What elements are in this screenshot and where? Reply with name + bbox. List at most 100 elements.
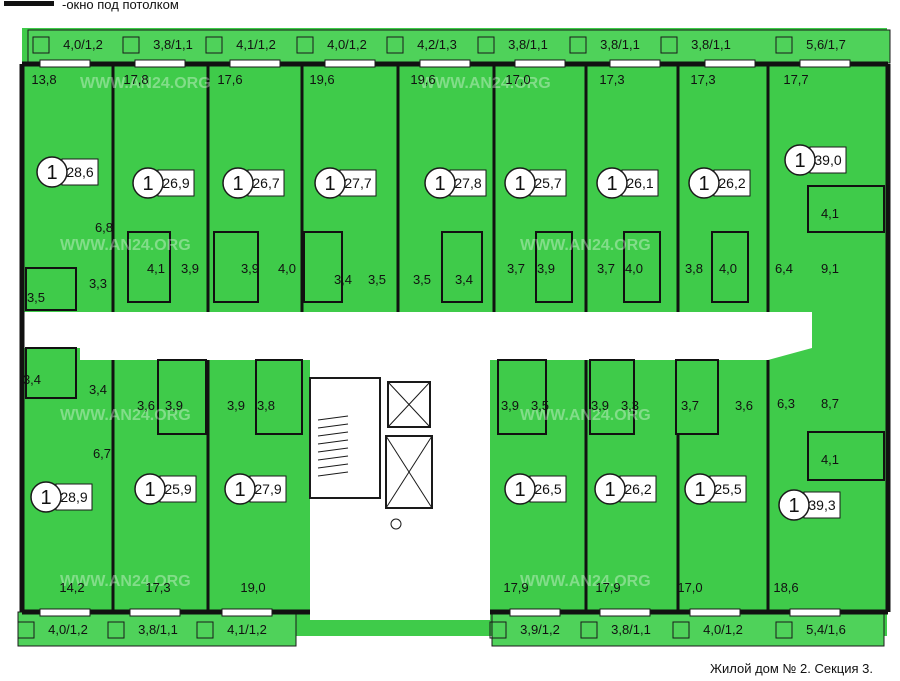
apartment-area-box — [159, 475, 197, 503]
apartment-total-area: 28,6 — [66, 164, 93, 180]
room-area: 4,1 — [821, 206, 839, 221]
room-area: 14,2 — [59, 580, 84, 595]
room-area: 3,4 — [23, 372, 41, 387]
apartment-rooms-count: 1 — [794, 150, 805, 172]
window — [324, 59, 376, 68]
bathroom — [127, 231, 171, 303]
apartment-area-box — [157, 169, 195, 197]
bathroom — [711, 231, 749, 303]
room-area: 3,7 — [507, 261, 525, 276]
balcony-area: 4,0/1,2 — [63, 37, 103, 52]
room-area: 3,9 — [591, 398, 609, 413]
window — [689, 608, 741, 617]
window — [134, 59, 186, 68]
balcony-area: 3,8/1,1 — [153, 37, 193, 52]
room-area: 17,3 — [599, 72, 624, 87]
room-area: 3,7 — [597, 261, 615, 276]
room-area: 9,1 — [821, 261, 839, 276]
apartment-rooms-badge — [778, 489, 810, 521]
apartment-rooms-badge — [222, 167, 254, 199]
balcony-area: 3,8/1,1 — [138, 622, 178, 637]
balcony-box — [775, 621, 793, 639]
balcony-box — [122, 36, 140, 54]
watermark: WWW.AN24.ORG — [60, 573, 191, 590]
watermark: WWW.AN24.ORG — [60, 407, 191, 424]
apartment-rooms-badge — [224, 473, 256, 505]
lift-cross — [387, 381, 431, 428]
room-area: 3,9 — [537, 261, 555, 276]
room-area: 3,9 — [227, 398, 245, 413]
apartment-rooms-badge — [424, 167, 456, 199]
apartment-rooms-badge — [504, 167, 536, 199]
balcony-box — [775, 36, 793, 54]
staircase — [309, 377, 381, 499]
apartment-rooms-badge — [30, 481, 62, 513]
apartment-rooms-badge — [596, 167, 628, 199]
bathroom — [157, 359, 207, 435]
stair-step — [317, 415, 349, 421]
room-area: 17,9 — [503, 580, 528, 595]
bathroom — [441, 231, 483, 303]
stair-step — [317, 423, 349, 429]
room-area: 3,9 — [181, 261, 199, 276]
apartment-total-area: 26,5 — [534, 481, 561, 497]
apartment-rooms-badge — [36, 156, 68, 188]
balcony-strip-bottom-right — [491, 611, 885, 647]
balcony-area: 3,8/1,1 — [611, 622, 651, 637]
balcony-area: 3,8/1,1 — [691, 37, 731, 52]
apartment-total-area: 26,7 — [252, 175, 279, 191]
balcony-box — [296, 36, 314, 54]
bathroom — [535, 231, 573, 303]
room-area: 3,6 — [735, 398, 753, 413]
room-area: 6,8 — [95, 220, 113, 235]
window — [129, 608, 181, 617]
room-area: 3,3 — [89, 276, 107, 291]
apartment-rooms-badge — [594, 473, 626, 505]
balcony-box — [580, 621, 598, 639]
apartment-rooms-count: 1 — [698, 173, 709, 195]
balcony-box — [107, 621, 125, 639]
room-area: 19,6 — [309, 72, 334, 87]
bathroom — [303, 231, 343, 303]
apartment-rooms-count: 1 — [232, 173, 243, 195]
bathroom — [807, 431, 885, 481]
balcony-area: 4,0/1,2 — [703, 622, 743, 637]
bathroom — [255, 359, 303, 435]
balcony-area: 5,4/1,6 — [806, 622, 846, 637]
window — [599, 608, 651, 617]
room-area: 3,4 — [455, 272, 473, 287]
bathroom — [675, 359, 719, 435]
watermark: WWW.AN24.ORG — [520, 407, 651, 424]
balcony-box — [196, 621, 214, 639]
room-area: 6,7 — [93, 446, 111, 461]
balcony-area: 4,1/1,2 — [236, 37, 276, 52]
window — [229, 59, 281, 68]
room-area: 3,6 — [137, 398, 155, 413]
watermark: WWW.AN24.ORG — [80, 75, 211, 92]
apartment-rooms-count: 1 — [694, 479, 705, 501]
room-area: 3,3 — [621, 398, 639, 413]
stair-step — [317, 439, 349, 445]
bathroom — [497, 359, 547, 435]
room-area: 6,3 — [777, 396, 795, 411]
balcony-box — [660, 36, 678, 54]
balcony-box — [672, 621, 690, 639]
room-area: 17,7 — [783, 72, 808, 87]
window — [704, 59, 756, 68]
room-area: 3,5 — [368, 272, 386, 287]
apartment-rooms-count: 1 — [514, 479, 525, 501]
apartment-rooms-badge — [504, 473, 536, 505]
balcony-area: 3,9/1,2 — [520, 622, 560, 637]
watermark: WWW.AN24.ORG — [520, 237, 651, 254]
bathroom — [589, 359, 635, 435]
apartment-rooms-count: 1 — [514, 173, 525, 195]
stair-step — [317, 455, 349, 461]
room-area: 17,9 — [595, 580, 620, 595]
apartment-total-area: 39,3 — [808, 497, 835, 513]
apartment-area-box — [529, 169, 567, 197]
apartment-total-area: 25,7 — [534, 175, 561, 191]
window — [221, 608, 273, 617]
balcony-strip-top — [27, 29, 891, 64]
apartment-area-box — [803, 491, 841, 519]
room-area: 3,5 — [27, 290, 45, 305]
